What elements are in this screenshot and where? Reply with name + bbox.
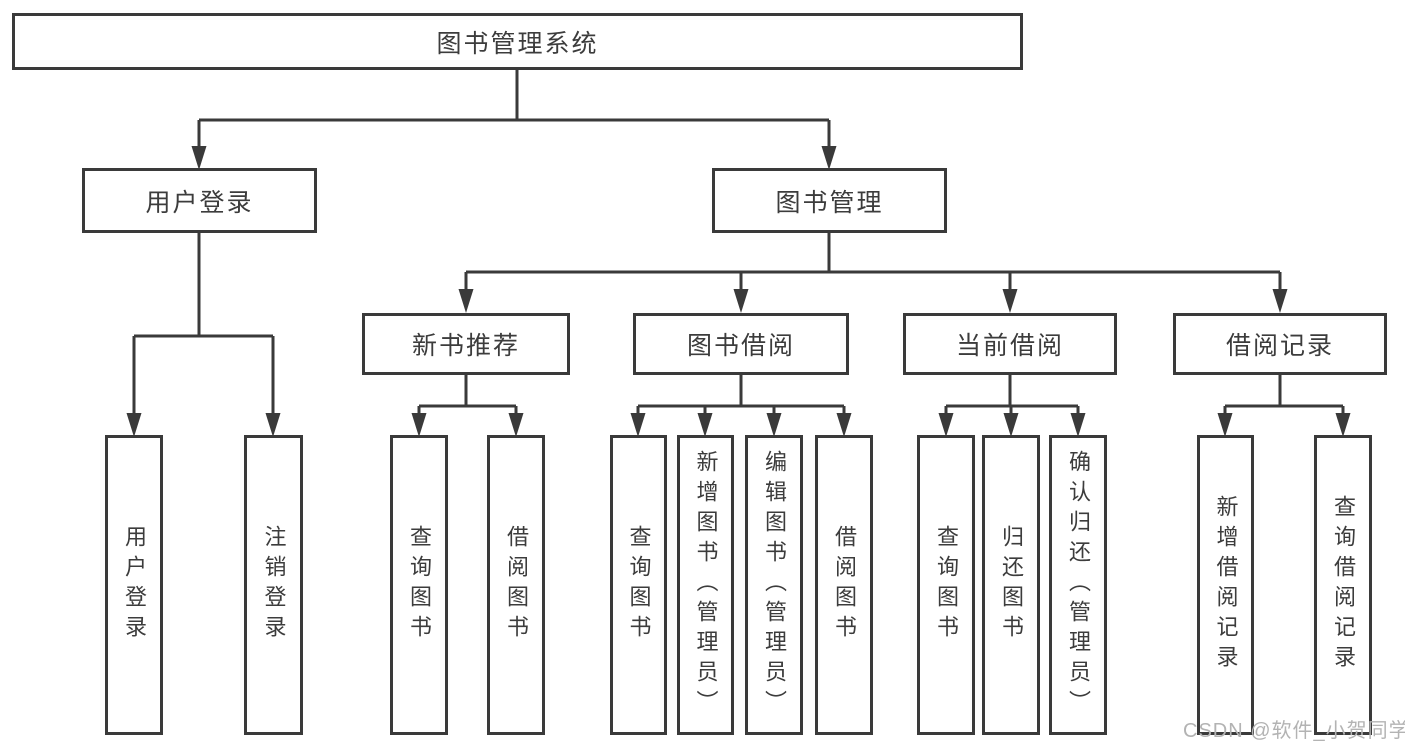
- leaf-query-books-borrow-label: 查询图书: [626, 525, 652, 645]
- leaf-borrow-books-recommend: 借阅图书: [487, 435, 545, 735]
- leaf-borrow-books-recommend-label: 借阅图书: [504, 525, 529, 645]
- leaf-query-books-recommend: 查询图书: [390, 435, 448, 735]
- arrowheads: [126, 146, 1351, 437]
- node-new-book-recommend: 新书推荐: [362, 313, 570, 375]
- leaf-add-borrow-record: 新增借阅记录: [1197, 435, 1254, 735]
- leaf-borrow-books-label: 借阅图书: [832, 525, 857, 645]
- node-book-borrowing-label: 图书借阅: [686, 332, 795, 360]
- node-book-borrowing: 图书借阅: [633, 313, 849, 375]
- node-user-login: 用户登录: [82, 168, 317, 233]
- leaf-borrow-books: 借阅图书: [815, 435, 873, 735]
- leaf-return-books-label: 归还图书: [999, 525, 1024, 645]
- leaf-query-books-current: 查询图书: [917, 435, 975, 735]
- node-current-borrowing: 当前借阅: [903, 313, 1117, 375]
- node-book-management: 图书管理: [712, 168, 947, 233]
- node-book-management-label: 图书管理: [775, 188, 884, 217]
- leaf-add-books-admin-label: 新增图书（管理员）: [693, 450, 719, 720]
- leaf-user-login-label: 用户登录: [122, 525, 147, 645]
- node-borrowing-records: 借阅记录: [1173, 313, 1387, 375]
- leaf-query-books-borrow: 查询图书: [610, 435, 667, 735]
- leaf-return-books: 归还图书: [982, 435, 1040, 735]
- leaf-logout: 注销登录: [244, 435, 303, 735]
- leaf-confirm-return-admin-label: 确认归还（管理员）: [1066, 450, 1091, 720]
- leaf-edit-books-admin: 编辑图书（管理员）: [745, 435, 803, 735]
- leaf-query-books-recommend-label: 查询图书: [407, 525, 432, 645]
- watermark-text: CSDN @软件_小贺同学: [1183, 720, 1405, 742]
- leaf-logout-label: 注销登录: [261, 525, 287, 645]
- leaf-add-books-admin: 新增图书（管理员）: [677, 435, 734, 735]
- leaf-add-borrow-record-label: 新增借阅记录: [1213, 495, 1239, 675]
- node-current-borrowing-label: 当前借阅: [955, 332, 1064, 360]
- leaf-confirm-return-admin: 确认归还（管理员）: [1049, 435, 1107, 735]
- node-borrowing-records-label: 借阅记录: [1225, 332, 1334, 360]
- node-new-book-recommend-label: 新书推荐: [411, 332, 520, 360]
- leaf-user-login: 用户登录: [105, 435, 163, 735]
- leaf-query-books-current-label: 查询图书: [934, 525, 959, 645]
- node-root-label: 图书管理系统: [436, 29, 599, 58]
- leaf-query-borrow-record: 查询借阅记录: [1314, 435, 1372, 735]
- leaf-edit-books-admin-label: 编辑图书（管理员）: [762, 450, 787, 720]
- node-root: 图书管理系统: [12, 13, 1023, 70]
- leaf-query-borrow-record-label: 查询借阅记录: [1331, 495, 1356, 675]
- node-user-login-label: 用户登录: [145, 188, 254, 217]
